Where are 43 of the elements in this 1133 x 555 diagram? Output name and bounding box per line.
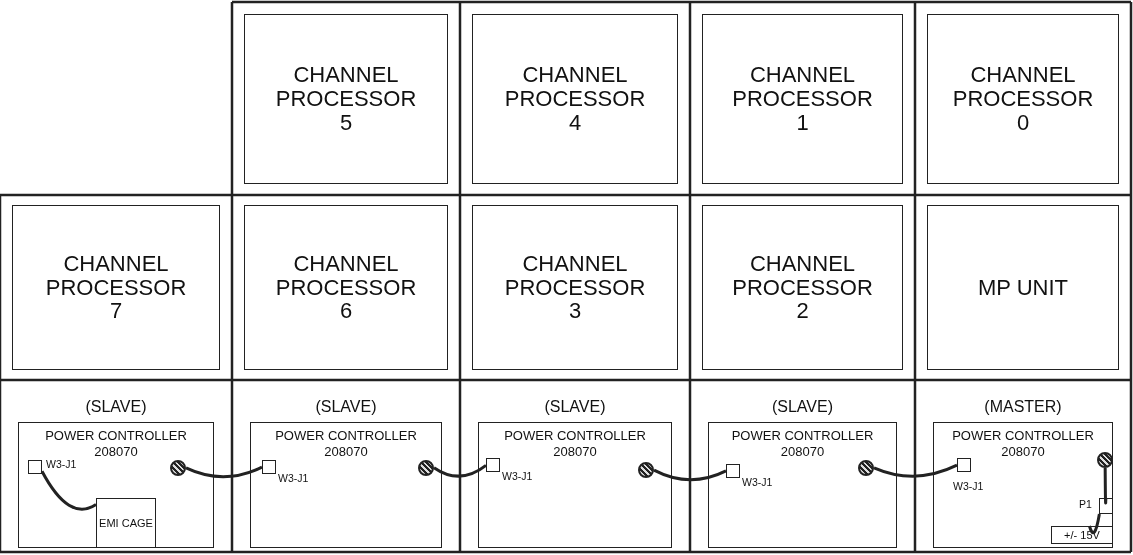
connector-label: W3-J1: [46, 458, 77, 470]
mode-label: (SLAVE): [771, 398, 834, 416]
part-number: 208070: [323, 444, 369, 459]
square-connector-icon: [726, 464, 740, 478]
square-connector-icon: [957, 458, 971, 472]
module-box: MP UNIT: [927, 205, 1119, 370]
controller-name: POWER CONTROLLER: [951, 428, 1095, 443]
mode-label: (SLAVE): [544, 398, 606, 416]
terminal-box: EMI CAGE: [96, 498, 156, 548]
module-box: CHANNEL PROCESSOR 7: [12, 205, 220, 370]
connector-label: W3-J1: [742, 476, 773, 488]
module-box: CHANNEL PROCESSOR 5: [244, 14, 448, 184]
controller-name: POWER CONTROLLER: [274, 428, 418, 443]
module-box: CHANNEL PROCESSOR 6: [244, 205, 448, 370]
square-connector-icon: [1099, 498, 1113, 514]
module-box: CHANNEL PROCESSOR 1: [702, 14, 903, 184]
part-number: 208070: [1000, 444, 1046, 459]
square-connector-icon: [486, 458, 500, 472]
mode-label: (SLAVE): [315, 398, 377, 416]
cable: [1103, 468, 1108, 503]
mode-label: (MASTER): [984, 398, 1062, 416]
module-box: CHANNEL PROCESSOR 4: [472, 14, 678, 184]
part-number: 208070: [93, 444, 139, 459]
controller-name: POWER CONTROLLER: [503, 428, 647, 443]
square-connector-icon: [28, 460, 42, 474]
controller-name: POWER CONTROLLER: [730, 428, 875, 443]
part-number: 208070: [552, 444, 598, 459]
connector-label: W3-J1: [502, 470, 533, 482]
module-box: CHANNEL PROCESSOR 0: [927, 14, 1119, 184]
connector-label: P1: [1079, 498, 1092, 510]
connector-label: W3-J1: [953, 480, 984, 492]
mode-label: (SLAVE): [85, 398, 147, 416]
module-box: CHANNEL PROCESSOR 3: [472, 205, 678, 370]
square-connector-icon: [262, 460, 276, 474]
cable: [653, 468, 727, 482]
module-box: CHANNEL PROCESSOR 2: [702, 205, 903, 370]
cable: [873, 463, 958, 478]
controller-name: POWER CONTROLLER: [44, 428, 188, 443]
cable: [185, 465, 263, 479]
cable: [40, 470, 97, 511]
connector-label: W3-J1: [278, 472, 309, 484]
cable: [1088, 513, 1101, 534]
part-number: 208070: [779, 444, 826, 459]
